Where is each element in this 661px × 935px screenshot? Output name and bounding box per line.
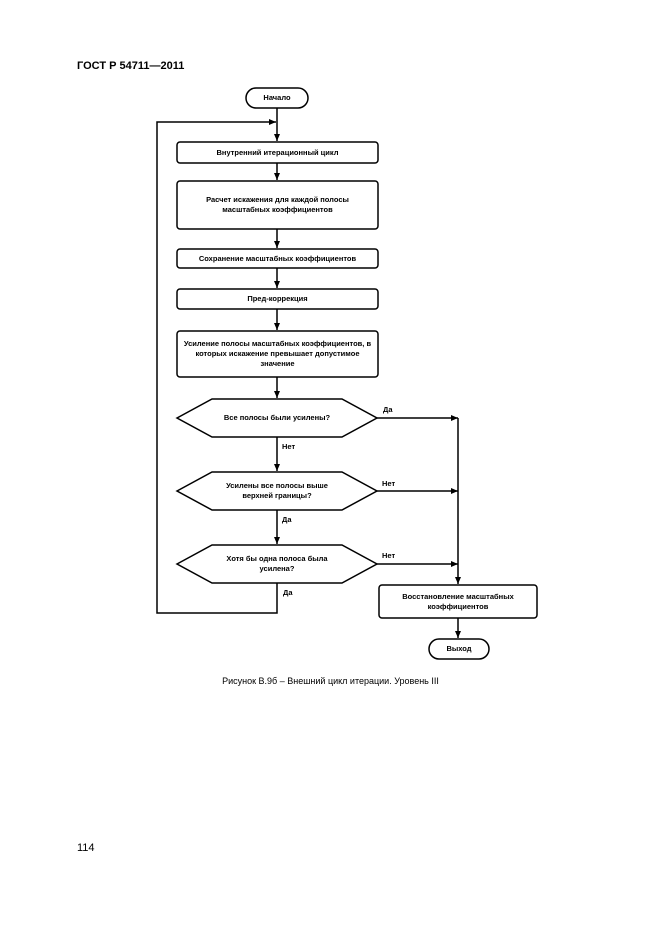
- branch-label-no-1: Нет: [282, 442, 296, 451]
- save-label: Сохранение масштабных коэффициентов: [198, 253, 357, 263]
- distortion-label: Расчет искажения для каждой полосы масшт…: [206, 195, 349, 214]
- branch-label-yes-2: Да: [282, 515, 292, 524]
- precorrection-label: Пред-коррекция: [247, 294, 308, 303]
- branch-label-yes-1: Да: [383, 405, 393, 414]
- decision-at-least-one-label: Хотя бы одна полоса была усилена?: [226, 554, 328, 573]
- branch-label-no-3: Нет: [382, 551, 396, 560]
- decision-above-limit-label: Усилены все полосы выше верхней границы?: [226, 481, 328, 500]
- branch-label-yes-3: Да: [283, 588, 293, 597]
- amplify-label: Усиление полосы масштабных коэффициентов…: [183, 339, 372, 368]
- connector-lines: [156, 108, 461, 638]
- exit-terminal: [428, 638, 490, 660]
- exit-label: Выход: [446, 644, 472, 653]
- figure-caption: Рисунок В.9б – Внешний цикл итерации. Ур…: [222, 676, 439, 686]
- branch-label-no-2: Нет: [382, 479, 396, 488]
- restore-label: Восстановление масштабных коэффициентов: [402, 591, 514, 611]
- page-number: 114: [77, 842, 95, 854]
- start-label: Начало: [263, 93, 291, 102]
- document-header: ГОСТ Р 54711—2011: [77, 60, 185, 72]
- decision-all-amplified-label: Все полосы были усилены?: [223, 413, 331, 422]
- inner-loop-label: Внутренний итерационный цикл: [216, 147, 339, 157]
